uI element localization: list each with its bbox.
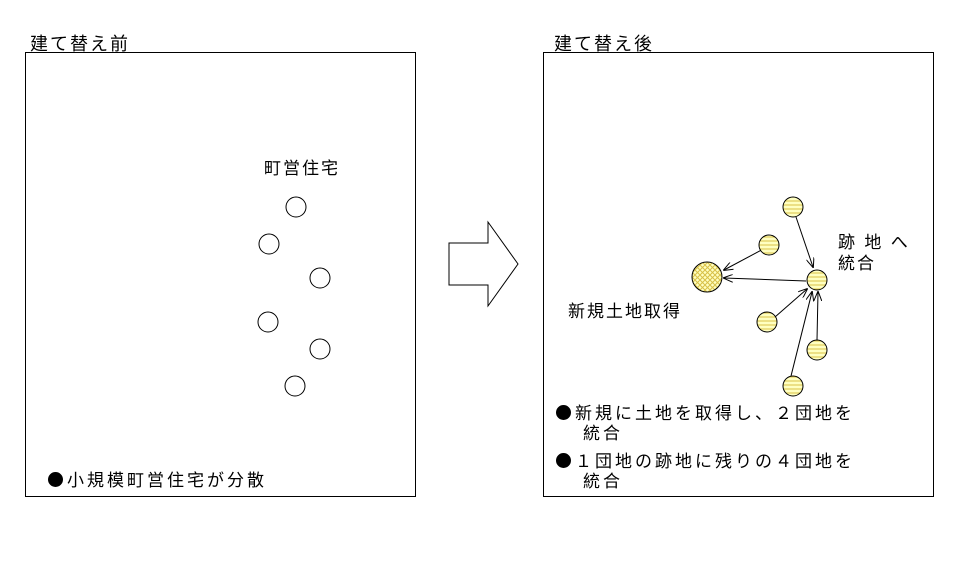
housing-circle xyxy=(257,311,279,333)
bullet-icon xyxy=(556,405,571,420)
new-land-circle xyxy=(691,261,723,293)
arrow xyxy=(774,289,807,318)
housing-label: 町営住宅 xyxy=(264,159,340,179)
bullet-icon xyxy=(556,453,571,468)
after-note-1-line1: 新規に土地を取得し、２団地を xyxy=(575,404,855,424)
housing-circle xyxy=(806,339,828,361)
housing-circle xyxy=(782,196,804,218)
housing-circle xyxy=(756,311,778,333)
merge-label-line1: 跡 地 へ xyxy=(838,233,910,253)
before-note-text: 小規模町営住宅が分散 xyxy=(67,471,267,491)
after-panel xyxy=(543,52,934,497)
merge-label-line2: 統合 xyxy=(838,254,876,274)
housing-circle xyxy=(309,338,331,360)
housing-circle xyxy=(782,375,804,397)
after-housing-circles xyxy=(691,196,828,397)
housing-circle xyxy=(284,375,306,397)
after-note-1: 新規に土地を取得し、２団地を 統合 xyxy=(556,404,855,444)
transition-arrow xyxy=(448,220,519,308)
after-title: 建て替え後 xyxy=(554,34,654,55)
housing-circle xyxy=(285,196,307,218)
before-housing-circles xyxy=(257,196,331,397)
before-panel xyxy=(25,52,416,497)
after-note-2-line1: １団地の跡地に残りの４団地を xyxy=(575,452,855,472)
before-title: 建て替え前 xyxy=(30,34,130,55)
housing-circle xyxy=(258,233,280,255)
arrow xyxy=(790,292,812,377)
before-note: 小規模町営住宅が分散 xyxy=(48,471,267,491)
arrow xyxy=(817,292,818,341)
new-land-label: 新規土地取得 xyxy=(568,302,682,322)
bullet-icon xyxy=(48,472,63,487)
after-note-2: １団地の跡地に残りの４団地を 統合 xyxy=(556,452,855,492)
after-note-1-line2: 統合 xyxy=(583,424,623,444)
arrow xyxy=(724,278,807,281)
arrow xyxy=(795,216,813,267)
after-note-2-line2: 統合 xyxy=(583,472,623,492)
housing-circle xyxy=(758,234,780,256)
housing-circle xyxy=(309,267,331,289)
merge-site-circle xyxy=(806,269,828,291)
